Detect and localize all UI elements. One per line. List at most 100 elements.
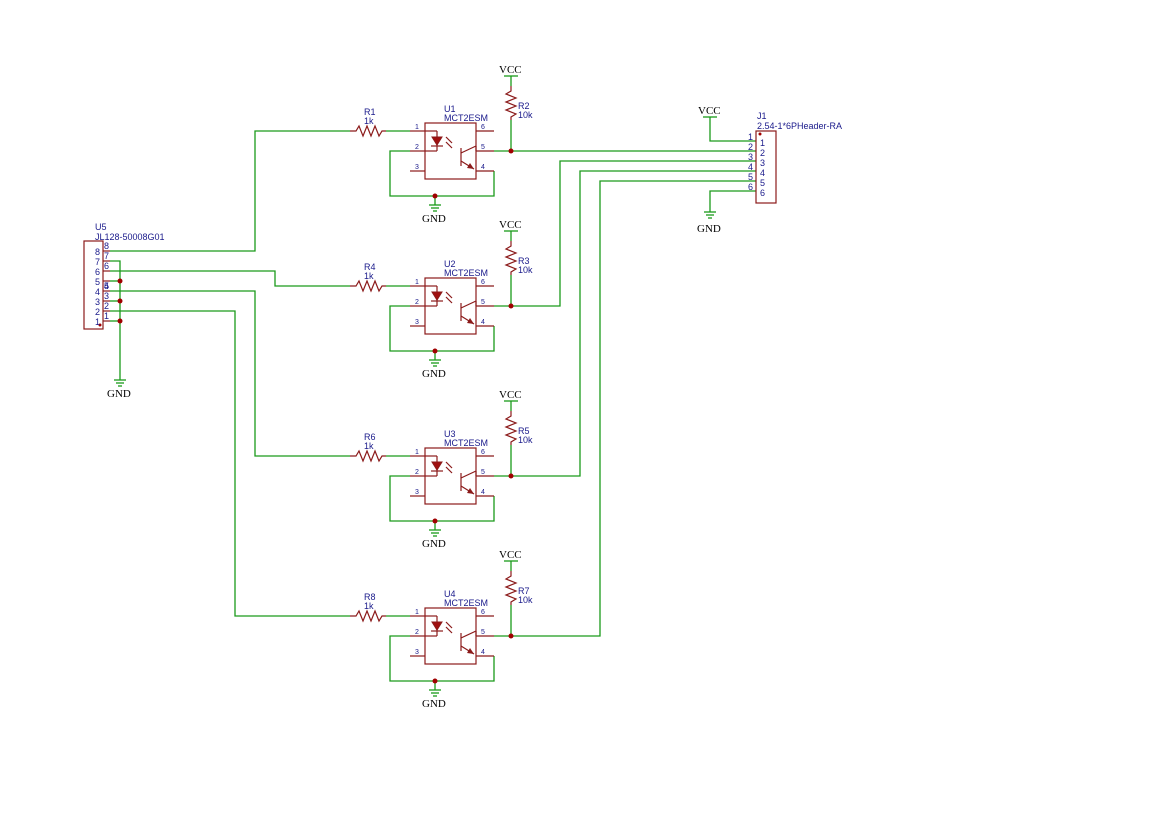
resistor-zigzag (350, 609, 386, 623)
j1-pin-number: 6 (760, 188, 765, 198)
vcc-symbol: VCC (499, 389, 522, 402)
u5-pin-number: 8 (104, 241, 109, 251)
optocoupler-pins (410, 130, 494, 172)
svg-text:3: 3 (415, 489, 419, 496)
pullup-resistor-zigzag (504, 411, 518, 445)
svg-text:1: 1 (415, 124, 419, 131)
vcc-label: VCC (499, 389, 522, 401)
gnd-symbol: GND (422, 359, 446, 380)
svg-text:4: 4 (481, 164, 485, 171)
wires (110, 76, 756, 690)
wire-u4-j1p5 (494, 180, 756, 637)
j1-pin-label: 1 (748, 132, 753, 142)
pullup-resistor-zigzag (504, 241, 518, 275)
u5-pin-label: 5 (95, 277, 100, 287)
resistor-zigzag (350, 279, 386, 293)
svg-text:2: 2 (415, 144, 419, 151)
gnd-symbol: GND (422, 689, 446, 710)
led-icon (431, 136, 443, 146)
optocoupler-ref: U2 (444, 259, 456, 269)
j1-pin-number: 2 (760, 148, 765, 158)
vcc-symbol-j1: VCC (698, 105, 721, 118)
j1-value: 2.54-1*6PHeader-RA (757, 121, 842, 131)
pullup-resistor-zigzag (504, 86, 518, 120)
svg-text:6: 6 (481, 609, 485, 616)
input-resistor-value: 1k (364, 116, 374, 126)
j1-pin-number: 3 (760, 158, 765, 168)
gnd-label: GND (697, 223, 721, 235)
junction-dot (117, 278, 123, 284)
pullup-resistor-ref: R7 (518, 586, 530, 596)
gnd-symbol: GND (422, 204, 446, 225)
optocoupler-value: MCT2ESM (444, 113, 488, 123)
resistor-zigzag (350, 124, 386, 138)
svg-text:1: 1 (415, 279, 419, 286)
svg-text:4: 4 (481, 319, 485, 326)
j1-pin-label: 5 (748, 172, 753, 182)
u5-pin-number: 5 (104, 281, 109, 291)
wire-u5p7 (110, 260, 121, 380)
junction-dot (508, 473, 514, 479)
output-connector-j1: J1 2.54-1*6PHeader-RA 1 2 3 4 5 6 1 2 3 … (697, 105, 842, 235)
wire-j1p1-vcc (709, 117, 756, 142)
j1-pin-label: 6 (748, 182, 753, 192)
svg-text:6: 6 (481, 279, 485, 286)
j1-body (755, 130, 777, 204)
j1-pin1-marker (758, 132, 762, 136)
input-resistor-ref: R6 (364, 432, 376, 442)
optocoupler-ref: U3 (444, 429, 456, 439)
u5-pin-number: 7 (104, 251, 109, 261)
light-arrow-icon (445, 136, 453, 144)
svg-text:6: 6 (481, 449, 485, 456)
u5-pin-number: 3 (104, 291, 109, 301)
junction-dot (432, 678, 438, 684)
u5-pin-number: 1 (104, 311, 109, 321)
u5-pin-label: 1 (95, 317, 100, 327)
u5-pin-label: 3 (95, 297, 100, 307)
gnd-label: GND (422, 368, 446, 380)
optocoupler-value: MCT2ESM (444, 268, 488, 278)
svg-text:3: 3 (415, 164, 419, 171)
vcc-symbol: VCC (499, 549, 522, 562)
u5-pin-labels-inner: 8 7 6 5 4 3 2 1 (104, 241, 109, 321)
u5-pin-label: 2 (95, 307, 100, 317)
j1-pin-number: 1 (760, 138, 765, 148)
gnd-label: GND (422, 213, 446, 225)
opto-channel-3: R6 1k U3 MCT2ESM 1 2 3 4 5 6 (350, 389, 533, 550)
j1-pin-label: 4 (748, 162, 753, 172)
u5-ref: U5 (95, 222, 107, 232)
optocoupler-pins (410, 615, 494, 657)
junction-dot (432, 518, 438, 524)
wire-u5p2-r8 (110, 310, 350, 617)
opto-channel-2: R4 1k U2 MCT2ESM 1 2 3 4 5 6 (350, 219, 533, 380)
junctions (117, 148, 514, 684)
u5-pin-labels-outer: 8 7 6 5 4 3 2 1 (95, 247, 100, 327)
led-icon (431, 461, 443, 471)
svg-text:5: 5 (481, 299, 485, 306)
pullup-resistor-zigzag (504, 571, 518, 605)
svg-text:4: 4 (481, 649, 485, 656)
j1-pin-labels-inner: 1 2 3 4 5 6 (760, 138, 765, 198)
wire-u5p4-r6 (110, 290, 350, 457)
gnd-symbol-u5: GND (107, 379, 131, 400)
gnd-symbol-j1: GND (697, 211, 721, 235)
light-arrow-icon (445, 461, 453, 469)
optocoupler-ref: U4 (444, 589, 456, 599)
gnd-label: GND (422, 538, 446, 550)
vcc-label: VCC (499, 549, 522, 561)
junction-dot (432, 193, 438, 199)
wire-u5p8-r1 (110, 130, 350, 252)
j1-ref: J1 (757, 111, 767, 121)
svg-text:4: 4 (481, 489, 485, 496)
svg-text:5: 5 (481, 144, 485, 151)
led-icon (431, 621, 443, 631)
gnd-label: GND (422, 698, 446, 710)
j1-pin-labels-outer: 1 2 3 4 5 6 (748, 132, 753, 192)
u5-pin-number: 6 (104, 261, 109, 271)
input-connector-u5: U5 JL128-50008G01 8 7 6 5 4 3 2 1 8 7 6 (83, 222, 165, 400)
pullup-resistor-ref: R5 (518, 426, 530, 436)
svg-text:3: 3 (415, 319, 419, 326)
input-resistor-ref: R1 (364, 107, 376, 117)
pullup-resistor-value: 10k (518, 595, 533, 605)
